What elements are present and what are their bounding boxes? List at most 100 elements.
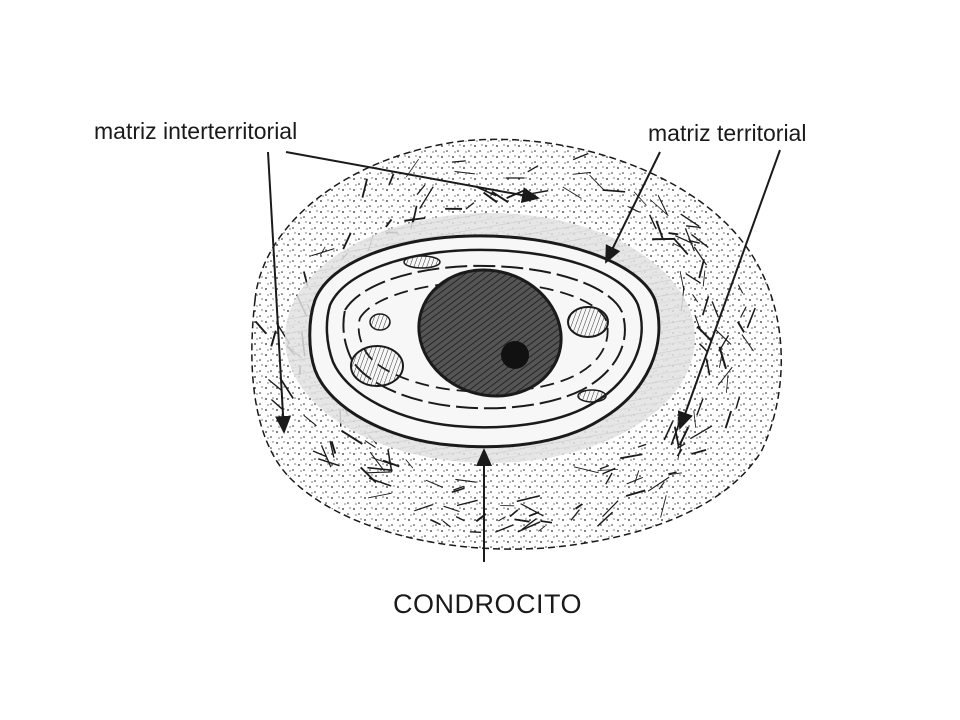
collagen-fiber [634,470,640,484]
collagen-fiber [599,465,610,470]
collagen-fiber [388,173,395,186]
collagen-fiber [455,515,465,522]
collagen-fiber [455,478,477,483]
collagen-fiber [312,450,327,458]
collagen-fiber [649,214,657,230]
collagen-fiber [673,426,680,449]
collagen-fiber [509,509,519,518]
collagen-fiber [317,458,340,467]
collagen-fiber [746,307,756,329]
collagen-fiber [572,171,592,175]
collagen-fiber [538,525,546,532]
collagen-fiber [430,519,442,526]
collagen-fiber [320,445,332,468]
collagen-fiber [303,415,317,427]
collagen-fiber [366,471,392,474]
collagen-fiber [633,191,647,206]
collagen-fiber [737,284,744,294]
nucleus [417,268,563,398]
collagen-fiber [714,328,732,345]
collagen-fiber [597,511,614,527]
collagen-fiber [602,467,616,475]
collagen-fiber [385,218,393,228]
collagen-fiber [684,228,695,252]
label-matriz-territorial: matriz territorial [648,120,807,146]
collagen-fiber [692,294,699,303]
collagen-fiber [690,233,709,248]
collagen-fiber [693,246,708,266]
vesicle [577,389,607,403]
collagen-fiber [725,374,729,393]
collagen-fiber [382,459,400,468]
lipid-droplet-right [567,306,609,338]
collagen-fiber [736,321,745,333]
collagen-fiber [668,471,677,475]
collagen-fiber [416,184,426,196]
collagen-fiber [443,505,460,513]
collagen-fiber [411,205,418,224]
lipid-droplet-left [350,345,404,387]
collagen-fiber [368,492,392,499]
collagen-fiber [361,178,368,198]
label-matriz-interterritorial: matriz interterritorial [94,118,298,144]
leader-arrows [267,149,781,562]
collagen-fiber [465,202,475,210]
vesicle [403,255,441,269]
collagen-fiber [514,518,530,523]
collagen-fiber [573,466,599,474]
collagen-fiber [691,449,707,455]
collagen-fiber [696,398,704,416]
collagen-fiber [527,165,539,173]
collagen-fiber [368,477,392,487]
collagen-fiber [627,205,640,213]
collagen-fiber [740,306,747,318]
collagen-fiber [698,259,705,279]
arrow-territorial-1 [605,151,661,264]
collagen-fiber [451,487,465,494]
collagen-fiber [469,531,482,533]
collagen-fiber [655,220,664,239]
collagen-fiber [658,481,665,490]
collagen-fiber [718,346,727,370]
collagen-fiber [270,330,277,347]
collagen-fiber [267,379,282,391]
collagen-fiber [685,273,701,284]
collagen-fiber [605,472,613,485]
collagen-fiber [483,191,498,204]
collagen-fiber [602,189,626,193]
collagen-fiber [589,174,605,191]
collagen-fiber [694,314,702,332]
collagen-fiber [649,199,669,217]
collagen-fiber [369,451,385,472]
collagen-fiber [516,494,541,503]
collagen-fiber [693,410,697,428]
collagen-fiber [597,469,618,471]
collagen-fiber [476,186,497,197]
collagen-fiber [270,398,284,411]
collagen-fiber [717,366,733,386]
vesicle [369,313,391,331]
collagen-fiber [678,426,690,446]
collagen-fiber [330,441,337,454]
collagen-fiber [562,186,582,199]
collagen-fiber [254,320,268,335]
collagen-fiber [657,194,668,216]
collagen-fiber [342,232,352,250]
collagen-fiber [686,225,701,229]
collagen-fiber [711,301,719,318]
collagen-fiber [637,443,647,448]
collagen-fiber [672,242,684,249]
collagen-fiber [456,499,478,507]
collagen-fiber [442,520,451,528]
collagen-fiber [311,248,335,257]
collagen-fiber [387,449,393,472]
collagen-fiber [574,503,583,510]
collagen-fiber [329,440,335,458]
collagen-fiber [620,453,643,460]
nucleolus [501,341,529,369]
collagen-fiber [625,489,646,497]
collagen-fiber [668,232,679,236]
collagen-fiber [405,459,414,469]
collagen-fiber [404,217,426,222]
